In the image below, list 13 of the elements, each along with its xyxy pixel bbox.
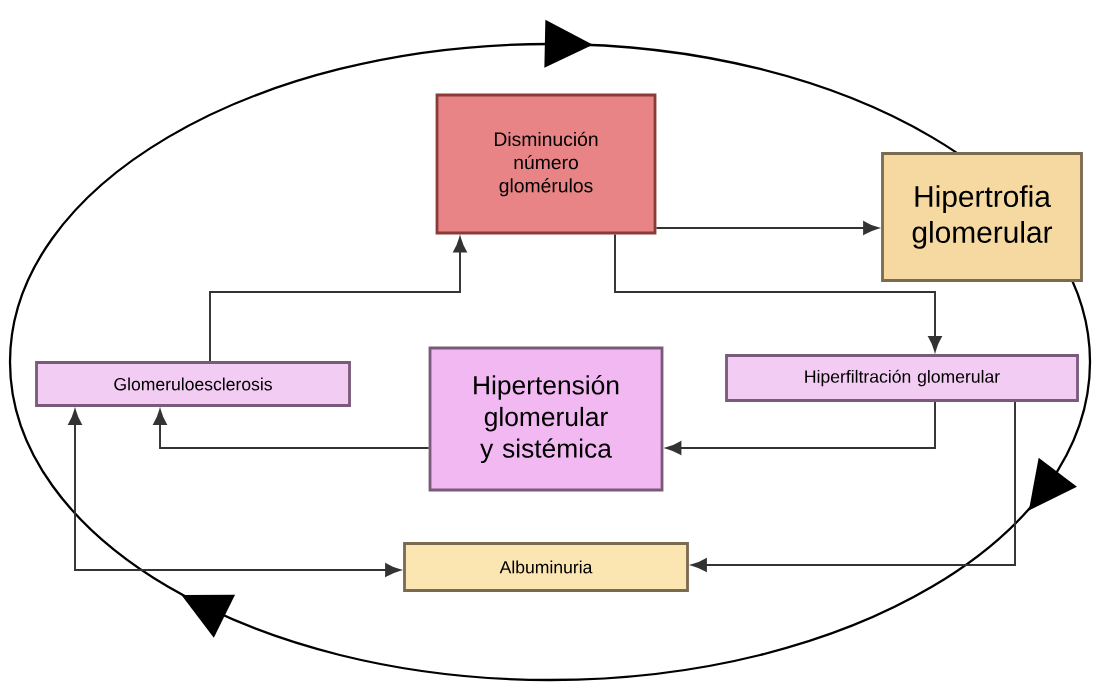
arrow	[655, 221, 879, 235]
arrow	[666, 400, 936, 455]
process-box: Hipertensión glomerular y sistémica	[428, 346, 664, 492]
process-box: Albuminuria	[403, 542, 689, 592]
arrow	[153, 409, 430, 449]
arrow	[614, 233, 942, 352]
process-box: Hiperfiltración glomerular	[725, 354, 1079, 402]
arrow	[691, 400, 1016, 572]
process-box: Hipertrofia glomerular	[881, 152, 1083, 282]
arrow	[68, 409, 401, 577]
process-box: Glomeruloesclerosis	[35, 361, 351, 407]
arrow	[209, 237, 467, 363]
process-box: Disminución número glomérulos	[435, 93, 657, 235]
